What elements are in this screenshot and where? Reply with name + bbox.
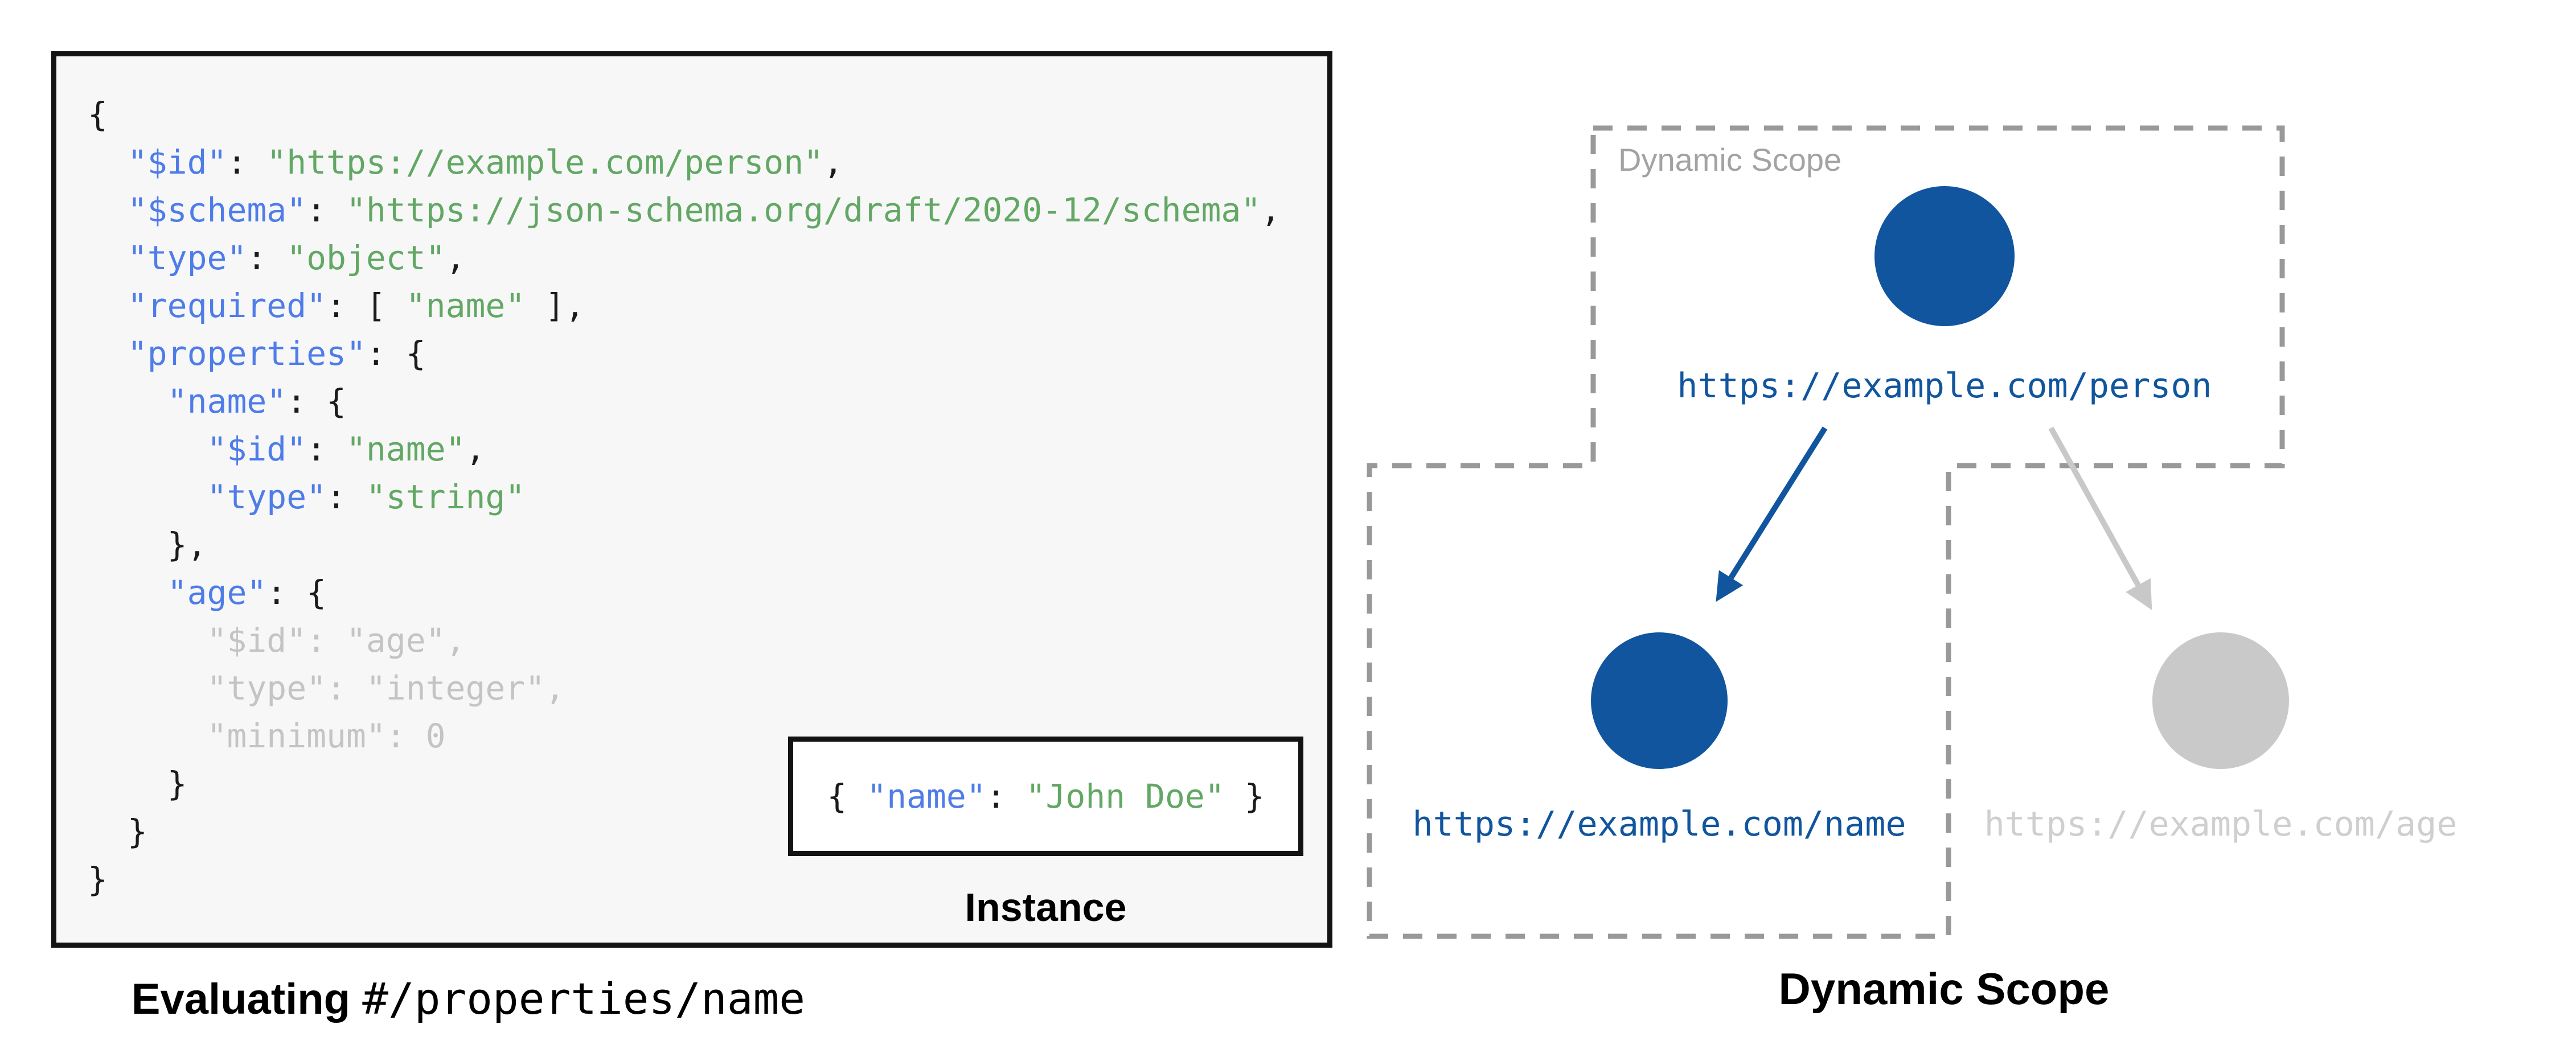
evaluating-caption-pointer: #/properties/name — [362, 973, 806, 1024]
dynamic-scope-caption: Dynamic Scope — [1778, 964, 2110, 1014]
code-token: "name" — [405, 286, 526, 325]
code-token: "name" — [346, 430, 466, 468]
code-token: "required" — [127, 286, 327, 325]
code-token: "name" — [867, 777, 986, 816]
code-token: "https://json-schema.org/draft/2020-12/s… — [346, 191, 1261, 229]
evaluating-caption-bold: Evaluating — [131, 975, 363, 1023]
code-token: "$id" — [127, 143, 227, 182]
evaluating-caption: Evaluating #/properties/name — [121, 963, 805, 1034]
instance-code: { "name": "John Doe" } — [827, 777, 1264, 816]
person-node-url: https://example.com/person — [1677, 366, 2212, 406]
code-token: , — [445, 238, 466, 277]
code-token: : — [306, 191, 346, 229]
code-token: } — [88, 812, 147, 851]
code-token: "name" — [167, 382, 287, 421]
code-token: "age" — [167, 573, 267, 612]
dynamic-scope-label: Dynamic Scope — [1618, 142, 1841, 178]
code-line: "minimum": 0 — [88, 712, 1281, 760]
dynamic-scope-diagram: Dynamic Scope https://example.com/person… — [1367, 125, 2458, 939]
code-token: } — [88, 764, 187, 803]
code-token: , — [1261, 191, 1281, 229]
code-token: "$id" — [207, 430, 307, 468]
code-token: : { — [286, 382, 346, 421]
instance-label: Instance — [965, 885, 1127, 929]
code-line: "type": "object", — [88, 234, 1281, 282]
instance-box: { "name": "John Doe" } — [788, 737, 1303, 856]
code-token — [88, 334, 128, 373]
schema-code: { "$id": "https://example.com/person", "… — [88, 91, 1281, 903]
code-line: "properties": { — [88, 330, 1281, 377]
code-token: { — [827, 777, 867, 816]
name-node-circle — [1591, 632, 1728, 769]
code-token: "type": "integer", — [88, 669, 565, 708]
code-line: "$id": "age", — [88, 616, 1281, 664]
code-token: "object" — [286, 238, 446, 277]
code-token: "$id": "age", — [88, 621, 466, 660]
code-token — [88, 143, 128, 182]
person-to-name-arrow — [1716, 426, 1828, 602]
dynamic-scope-outline — [1367, 125, 2285, 939]
schema-code-panel: { "$id": "https://example.com/person", "… — [51, 51, 1332, 948]
code-token: "type" — [207, 478, 327, 516]
code-token: "John Doe" — [1026, 777, 1225, 816]
code-token — [88, 286, 128, 325]
code-token: }, — [88, 525, 207, 564]
code-line: }, — [88, 521, 1281, 569]
code-token — [88, 382, 167, 421]
code-token: : — [306, 430, 346, 468]
code-line: } — [88, 760, 1281, 808]
age-node-circle — [2152, 632, 2289, 769]
code-token: : { — [366, 334, 426, 373]
code-token: , — [465, 430, 486, 468]
code-token: } — [1224, 777, 1265, 816]
name-node-url: https://example.com/name — [1413, 804, 1906, 844]
code-line: "required": [ "name" ], — [88, 282, 1281, 330]
code-token: : — [247, 238, 287, 277]
code-line: "type": "integer", — [88, 664, 1281, 712]
code-token: ], — [525, 286, 585, 325]
code-line: "$schema": "https://json-schema.org/draf… — [88, 186, 1281, 234]
code-line: "name": { — [88, 377, 1281, 425]
code-line: } — [88, 808, 1281, 855]
code-token: "$schema" — [127, 191, 307, 229]
code-token: } — [88, 860, 108, 899]
code-token: : — [227, 143, 267, 182]
code-token: "minimum": 0 — [88, 717, 446, 755]
code-line: "$id": "https://example.com/person", — [88, 138, 1281, 186]
code-token — [88, 478, 207, 516]
code-line: "type": "string" — [88, 473, 1281, 521]
code-token: : — [326, 478, 366, 516]
code-token: "https://example.com/person" — [266, 143, 824, 182]
code-token: , — [823, 143, 843, 182]
code-token — [88, 430, 207, 468]
code-token — [88, 191, 128, 229]
code-token: : — [986, 777, 1026, 816]
code-token: { — [88, 95, 108, 134]
code-line: "$id": "name", — [88, 425, 1281, 473]
code-token — [88, 573, 167, 612]
code-token: "properties" — [127, 334, 366, 373]
code-line: { — [88, 91, 1281, 138]
code-token: : { — [266, 573, 327, 612]
code-token: "type" — [127, 238, 247, 277]
code-line: } — [88, 855, 1281, 903]
age-node-url: https://example.com/age — [1984, 804, 2458, 844]
person-to-age-arrow — [2048, 426, 2152, 610]
code-token: "string" — [366, 478, 526, 516]
person-node-circle — [1874, 186, 2015, 326]
code-token: : [ — [326, 286, 406, 325]
code-line: "age": { — [88, 569, 1281, 616]
code-token — [88, 238, 128, 277]
